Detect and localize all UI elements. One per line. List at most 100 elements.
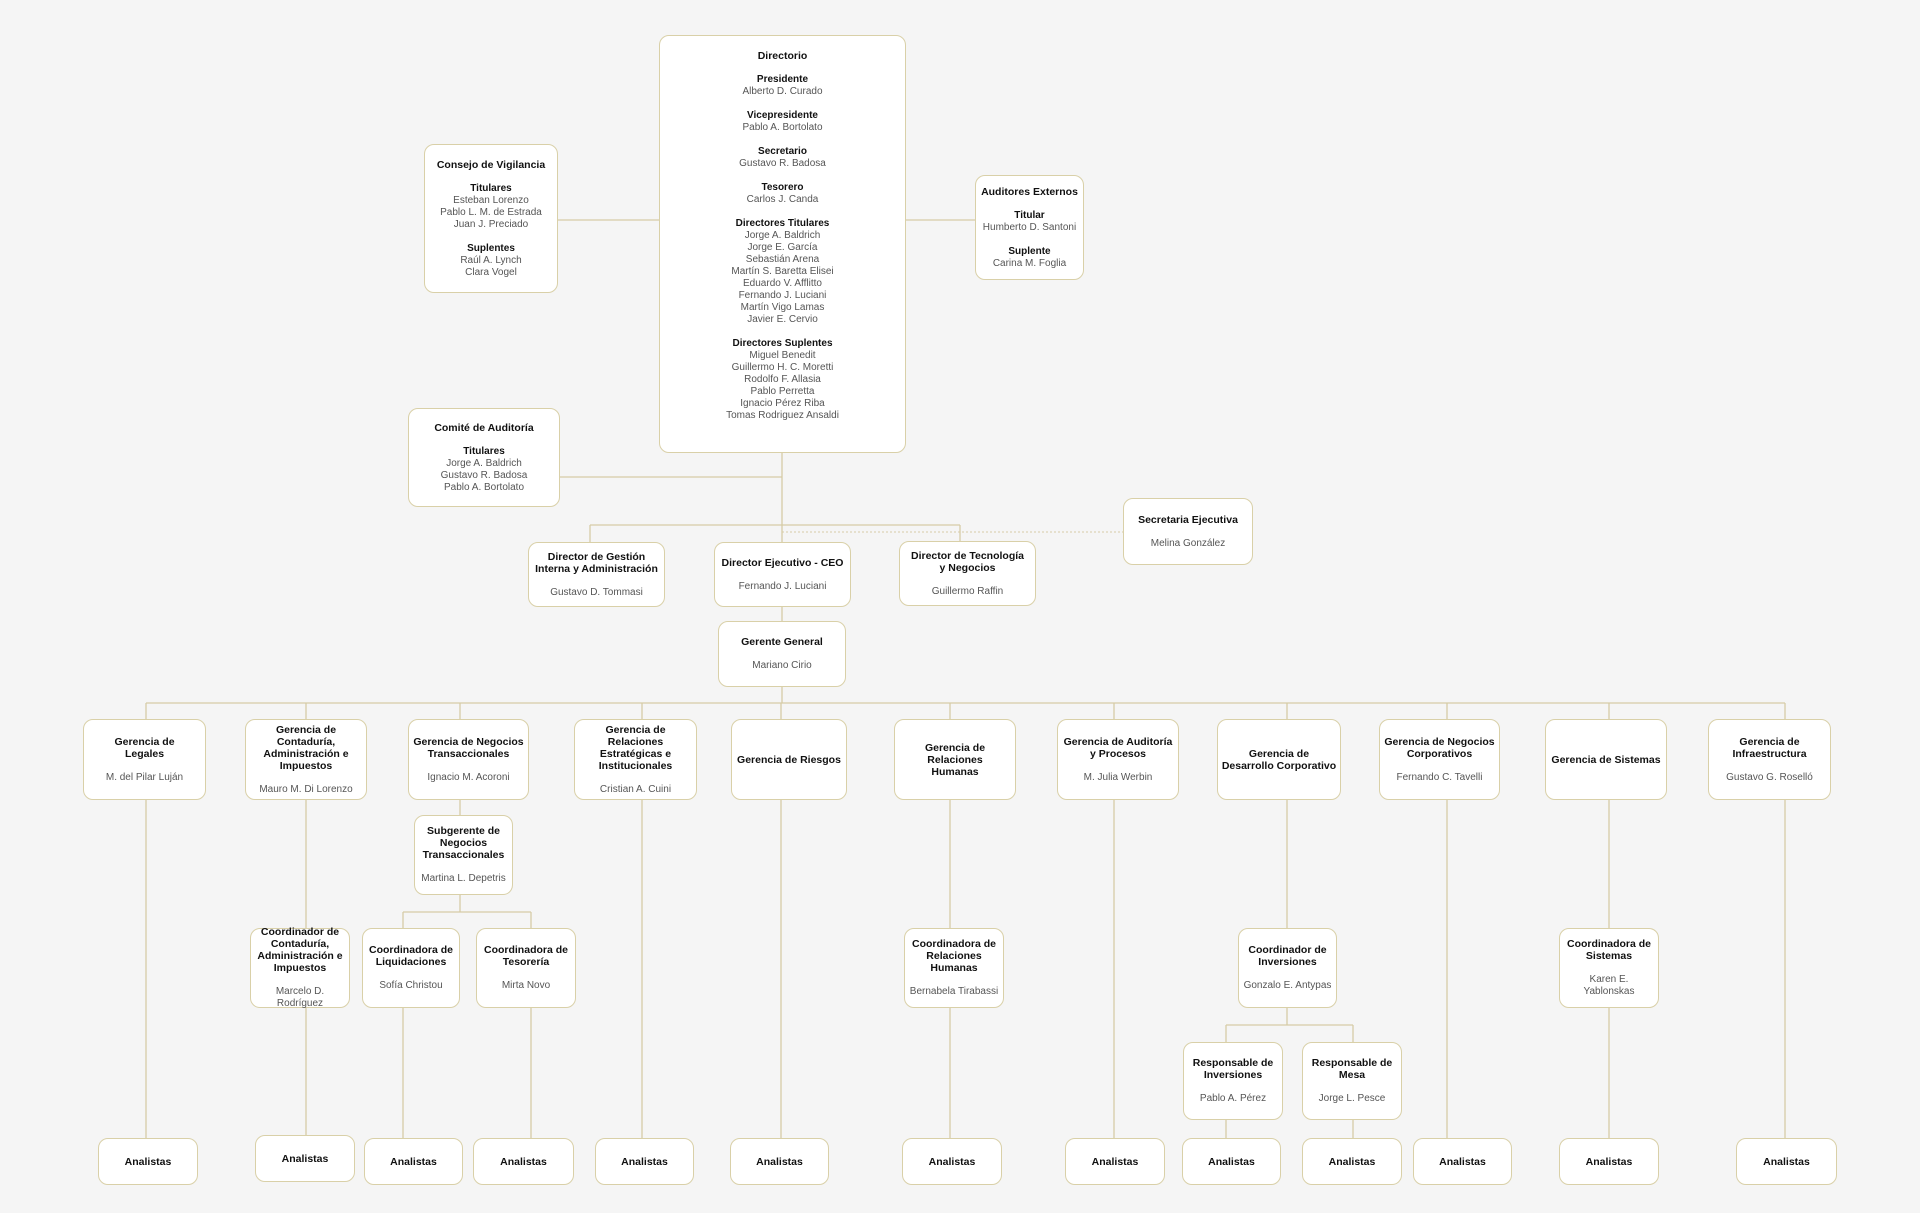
member-name: Clara Vogel [465, 266, 517, 278]
org-node-g-desarrollo[interactable]: Gerencia de Desarrollo Corporativo [1217, 719, 1341, 800]
org-node-g-contaduria[interactable]: Gerencia de Contaduría, Administración e… [245, 719, 367, 800]
node-title: Gerencia de Riesgos [737, 753, 841, 766]
section-heading: Titular [1014, 209, 1045, 221]
member-name: Martín S. Baretta Elisei [731, 266, 834, 277]
org-node-a11[interactable]: Analistas [1413, 1138, 1512, 1185]
node-title: Auditores Externos [981, 185, 1078, 198]
node-title: Analistas [1585, 1155, 1633, 1168]
org-node-g-rel-estr[interactable]: Gerencia de Relaciones Estratégicas e In… [574, 719, 697, 800]
org-node-a4[interactable]: Analistas [473, 1138, 574, 1185]
member-name: Jorge A. Baldrich [446, 457, 522, 469]
org-node-a1[interactable]: Analistas [98, 1138, 198, 1185]
node-title: Responsable de Inversiones [1192, 1057, 1274, 1081]
section-heading: Presidente [756, 74, 809, 85]
org-node-a13[interactable]: Analistas [1736, 1138, 1837, 1185]
section-heading: Vicepresidente [747, 110, 818, 121]
node-title: Gerencia de Desarrollo Corporativo [1221, 747, 1337, 772]
node-title: Directorio [757, 50, 808, 62]
node-title: Secretaria Ejecutiva [1138, 513, 1238, 526]
org-node-a8[interactable]: Analistas [1065, 1138, 1165, 1185]
node-title: Gerencia de Infraestructura [1732, 735, 1807, 760]
org-node-g-rrhh[interactable]: Gerencia de Relaciones Humanas [894, 719, 1016, 800]
section-heading: Titulares [470, 182, 512, 194]
node-title: Analistas [928, 1155, 976, 1168]
node-title: Analistas [281, 1152, 329, 1165]
node-person-name: Melina González [1150, 537, 1226, 549]
node-title: Analistas [1328, 1155, 1376, 1168]
org-node-a7[interactable]: Analistas [902, 1138, 1002, 1185]
org-node-a2[interactable]: Analistas [255, 1135, 355, 1182]
org-node-a5[interactable]: Analistas [595, 1138, 694, 1185]
member-name: Pablo A. Bortolato [742, 122, 823, 133]
node-person-name: Mirta Novo [501, 980, 551, 991]
org-node-g-riesgos[interactable]: Gerencia de Riesgos [731, 719, 847, 800]
org-node-a6[interactable]: Analistas [730, 1138, 829, 1185]
node-person-name: Karen E. Yablonskas [1583, 974, 1635, 997]
node-person-name: Bernabela Tirabassi [909, 986, 999, 997]
member-name: Esteban Lorenzo [453, 194, 529, 206]
org-node-c-contaduria[interactable]: Coordinador de Contaduría, Administració… [250, 926, 350, 1009]
node-title: Gerencia de Relaciones Humanas [924, 741, 986, 778]
node-person-name: M. Julia Werbin [1083, 771, 1153, 783]
member-name: Eduardo V. Afflitto [743, 278, 822, 289]
node-title: Analistas [1763, 1155, 1810, 1168]
node-title: Gerencia de Negocios Transaccionales [413, 735, 524, 760]
node-person-name: Gustavo G. Roselló [1726, 771, 1813, 783]
org-node-g-sistemas[interactable]: Gerencia de Sistemas [1545, 719, 1667, 800]
node-person-name: Mauro M. Di Lorenzo [259, 783, 353, 795]
node-title: Director de Gestión Interna y Administra… [535, 550, 658, 575]
member-name: Jorge E. García [747, 242, 818, 253]
node-title: Analistas [621, 1155, 668, 1168]
node-title: Analistas [1091, 1155, 1139, 1168]
member-name: Gustavo R. Badosa [739, 158, 826, 169]
node-title: Coordinadora de Tesorería [483, 944, 568, 968]
org-node-a12[interactable]: Analistas [1559, 1138, 1659, 1185]
node-person-name: Martina L. Depetris [421, 873, 506, 884]
org-node-dir-gestion[interactable]: Director de Gestión Interna y Administra… [528, 542, 665, 607]
node-person-name: M. del Pilar Luján [105, 771, 184, 783]
member-name: Gustavo R. Badosa [440, 469, 528, 481]
node-person-name: Jorge L. Pesce [1318, 1093, 1386, 1104]
org-node-a9[interactable]: Analistas [1182, 1138, 1281, 1185]
node-title: Director Ejecutivo - CEO [721, 556, 844, 569]
node-title: Gerencia de Relaciones Estratégicas e In… [598, 723, 673, 772]
org-node-a10[interactable]: Analistas [1302, 1138, 1402, 1185]
org-node-a3[interactable]: Analistas [364, 1138, 463, 1185]
section-heading: Suplente [1008, 245, 1051, 257]
node-title: Coordinador de Inversiones [1248, 944, 1327, 968]
member-name: Miguel Benedit [749, 350, 816, 361]
member-name: Javier E. Cervio [747, 314, 818, 325]
node-title: Gerencia de Contaduría, Administración e… [263, 723, 349, 772]
node-person-name: Gustavo D. Tommasi [550, 586, 643, 598]
node-title: Coordinadora de Sistemas [1566, 938, 1651, 962]
member-name: Ignacio Pérez Riba [740, 398, 825, 409]
section-heading: Tesorero [761, 182, 804, 193]
